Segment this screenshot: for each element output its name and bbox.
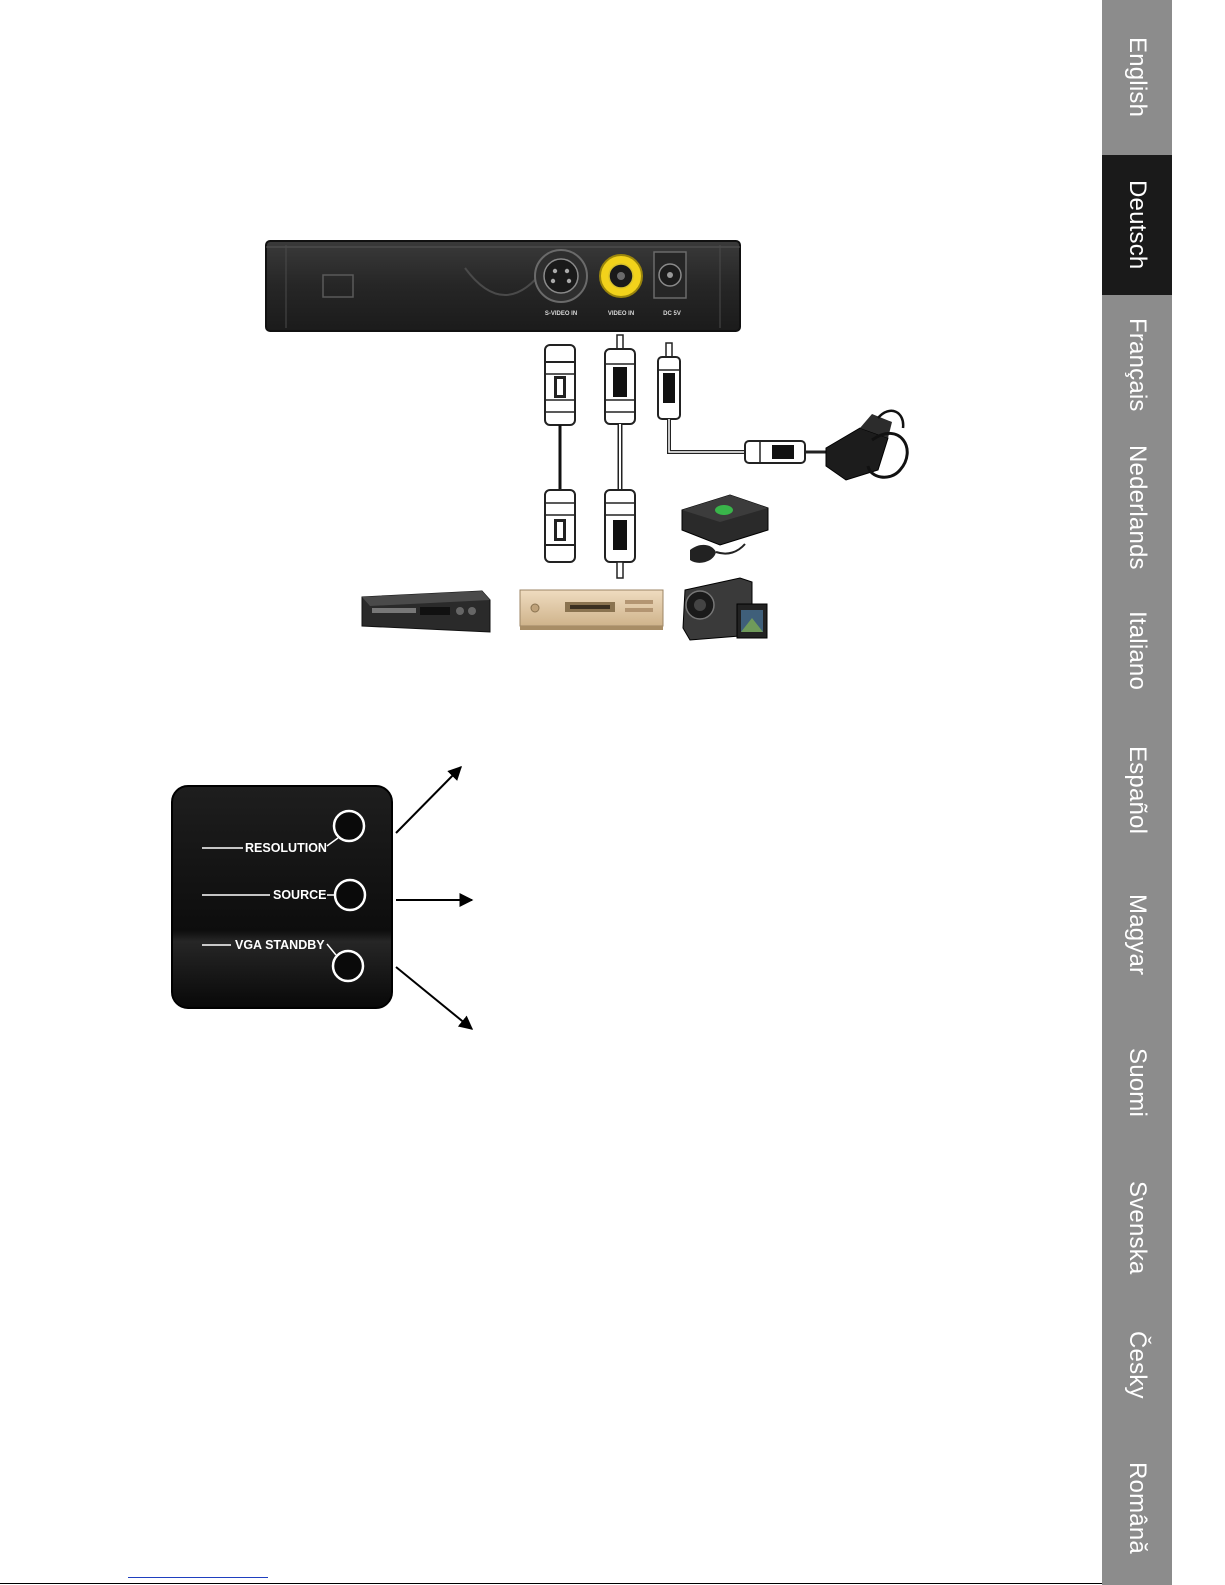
power-cable — [658, 343, 828, 463]
footer-link-underline — [128, 1577, 268, 1578]
language-sidebar: English Deutsch Français Nederlands Ital… — [1102, 0, 1172, 1585]
vga-standby-label: VGA STANDBY — [235, 938, 325, 952]
lang-tab-label: English — [1123, 37, 1151, 117]
footer-rule — [0, 1583, 1102, 1584]
connection-diagram: S-VIDEO IN VIDEO IN DC 5V — [0, 0, 1100, 1100]
video-cable — [605, 335, 635, 578]
lang-tab-francais[interactable]: Français — [1102, 295, 1172, 435]
dc-power-port — [654, 252, 686, 298]
lang-tab-label: Italiano — [1123, 611, 1151, 690]
lang-tab-romana[interactable]: Română — [1102, 1430, 1172, 1585]
lang-tab-suomi[interactable]: Suomi — [1102, 1010, 1172, 1155]
source-label: SOURCE — [273, 888, 326, 902]
resolution-label: RESOLUTION — [245, 841, 327, 855]
svideo-port — [535, 250, 587, 302]
control-panel: RESOLUTION SOURCE VGA STANDBY — [172, 786, 392, 1008]
resolution-button[interactable] — [334, 811, 364, 841]
dc-port-label: DC 5V — [663, 311, 681, 317]
source-button[interactable] — [335, 880, 365, 910]
arrow-resolution — [396, 767, 461, 833]
lang-tab-label: Español — [1123, 746, 1151, 834]
lang-tab-espanol[interactable]: Español — [1102, 720, 1172, 860]
video-port — [600, 255, 642, 297]
lang-tab-label: Français — [1123, 318, 1151, 412]
dvr-recorder-image — [362, 591, 490, 632]
arrow-vga-standby — [396, 967, 472, 1029]
lang-tab-cesky[interactable]: Česky — [1102, 1300, 1172, 1430]
lang-tab-label: Magyar — [1123, 894, 1151, 975]
svideo-cable — [545, 345, 575, 562]
lang-tab-italiano[interactable]: Italiano — [1102, 580, 1172, 720]
camcorder-image — [683, 578, 767, 640]
vga-standby-button[interactable] — [333, 951, 363, 981]
lang-tab-label: Suomi — [1123, 1048, 1151, 1117]
lang-tab-english[interactable]: English — [1102, 0, 1172, 155]
dvd-player-image — [520, 590, 663, 630]
lang-tab-label: Svenska — [1123, 1181, 1151, 1274]
lang-tab-label: Nederlands — [1123, 445, 1151, 570]
lang-tab-deutsch[interactable]: Deutsch — [1102, 155, 1172, 295]
power-adapter — [826, 411, 907, 480]
lang-tab-magyar[interactable]: Magyar — [1102, 860, 1172, 1010]
lang-tab-label: Română — [1123, 1462, 1151, 1554]
game-console-image — [682, 495, 768, 563]
lang-tab-label: Deutsch — [1123, 180, 1151, 269]
lang-tab-nederlands[interactable]: Nederlands — [1102, 435, 1172, 580]
lang-tab-svenska[interactable]: Svenska — [1102, 1155, 1172, 1300]
converter-rear-panel: S-VIDEO IN VIDEO IN DC 5V — [266, 241, 740, 331]
svideo-port-label: S-VIDEO IN — [545, 311, 577, 317]
video-port-label: VIDEO IN — [608, 311, 634, 317]
lang-tab-label: Česky — [1123, 1331, 1151, 1399]
